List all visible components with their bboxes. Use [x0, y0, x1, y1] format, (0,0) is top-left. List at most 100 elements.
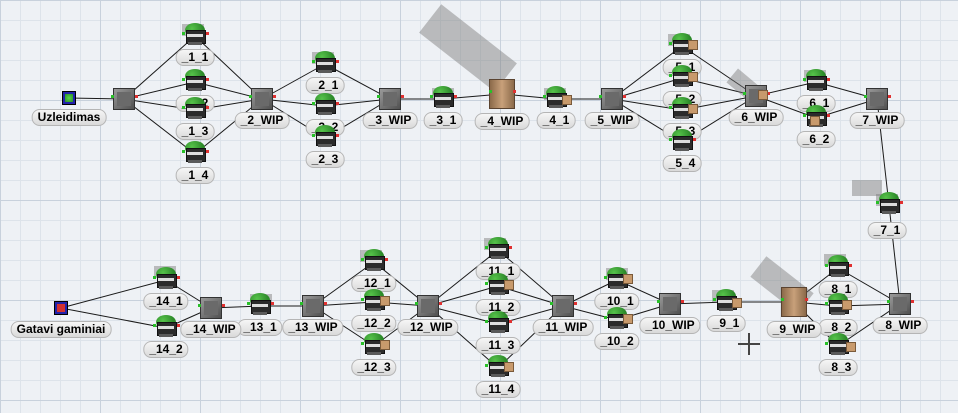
- output-port[interactable]: [623, 95, 626, 98]
- input-port[interactable]: [361, 298, 364, 301]
- queue-icon[interactable]: [379, 88, 401, 110]
- processor-icon[interactable]: [671, 65, 693, 89]
- input-port[interactable]: [550, 302, 553, 305]
- output-port[interactable]: [693, 138, 696, 141]
- input-port[interactable]: [198, 304, 201, 307]
- queue-icon[interactable]: [601, 88, 623, 110]
- processor-icon[interactable]: [878, 192, 900, 216]
- processor-icon[interactable]: [314, 51, 336, 75]
- output-port[interactable]: [324, 302, 327, 305]
- output-port[interactable]: [454, 95, 457, 98]
- input-port[interactable]: [182, 106, 185, 109]
- output-port[interactable]: [513, 90, 516, 93]
- queue-icon[interactable]: [866, 88, 888, 110]
- processor-icon[interactable]: [487, 273, 509, 297]
- input-port[interactable]: [153, 276, 156, 279]
- input-port[interactable]: [485, 364, 488, 367]
- input-port[interactable]: [153, 324, 156, 327]
- input-port[interactable]: [361, 342, 364, 345]
- input-port[interactable]: [377, 95, 380, 98]
- output-port[interactable]: [827, 114, 830, 117]
- output-port[interactable]: [273, 95, 276, 98]
- output-port[interactable]: [385, 258, 388, 261]
- input-port[interactable]: [657, 300, 660, 303]
- input-port[interactable]: [111, 95, 114, 98]
- processor-icon[interactable]: [432, 86, 454, 110]
- input-port[interactable]: [887, 300, 890, 303]
- input-port[interactable]: [182, 78, 185, 81]
- output-port[interactable]: [401, 95, 404, 98]
- connector-p7_1-q8[interactable]: [888, 204, 901, 305]
- queue-icon[interactable]: [200, 297, 222, 319]
- output-port[interactable]: [911, 300, 914, 303]
- queue-icon[interactable]: [659, 293, 681, 315]
- output-port[interactable]: [805, 298, 808, 301]
- processor-icon[interactable]: [487, 311, 509, 335]
- input-port[interactable]: [876, 201, 879, 204]
- output-port[interactable]: [271, 302, 274, 305]
- stacked-queue-icon[interactable]: [781, 287, 807, 317]
- output-port[interactable]: [206, 78, 209, 81]
- input-port[interactable]: [485, 246, 488, 249]
- input-port[interactable]: [604, 276, 607, 279]
- output-port[interactable]: [206, 150, 209, 153]
- output-port[interactable]: [206, 32, 209, 35]
- input-port[interactable]: [669, 106, 672, 109]
- input-port[interactable]: [803, 114, 806, 117]
- output-port[interactable]: [336, 102, 339, 105]
- processor-icon[interactable]: [184, 97, 206, 121]
- input-port[interactable]: [669, 74, 672, 77]
- processor-icon[interactable]: [155, 267, 177, 291]
- input-port[interactable]: [825, 264, 828, 267]
- output-port[interactable]: [439, 302, 442, 305]
- queue-icon[interactable]: [552, 295, 574, 317]
- input-port[interactable]: [485, 320, 488, 323]
- input-port[interactable]: [312, 102, 315, 105]
- input-port[interactable]: [247, 302, 250, 305]
- input-port[interactable]: [300, 302, 303, 305]
- processor-icon[interactable]: [155, 315, 177, 339]
- input-port[interactable]: [312, 134, 315, 137]
- input-port[interactable]: [485, 282, 488, 285]
- input-port[interactable]: [182, 150, 185, 153]
- processor-icon[interactable]: [487, 237, 509, 261]
- queue-icon[interactable]: [889, 293, 911, 315]
- output-port[interactable]: [888, 95, 891, 98]
- output-port[interactable]: [849, 264, 852, 267]
- processor-icon[interactable]: [249, 293, 271, 317]
- output-port[interactable]: [135, 95, 138, 98]
- input-port[interactable]: [713, 298, 716, 301]
- input-port[interactable]: [825, 342, 828, 345]
- output-port[interactable]: [336, 60, 339, 63]
- input-port[interactable]: [489, 90, 492, 93]
- output-port[interactable]: [827, 78, 830, 81]
- stacked-queue-icon[interactable]: [489, 79, 515, 109]
- processor-icon[interactable]: [314, 93, 336, 117]
- output-port[interactable]: [681, 300, 684, 303]
- output-port[interactable]: [206, 106, 209, 109]
- processor-icon[interactable]: [184, 23, 206, 47]
- input-port[interactable]: [781, 298, 784, 301]
- processor-icon[interactable]: [827, 255, 849, 279]
- input-port[interactable]: [803, 78, 806, 81]
- input-port[interactable]: [599, 95, 602, 98]
- output-port[interactable]: [222, 304, 225, 307]
- input-port[interactable]: [182, 32, 185, 35]
- processor-icon[interactable]: [671, 129, 693, 153]
- input-port[interactable]: [825, 302, 828, 305]
- input-port[interactable]: [743, 92, 746, 95]
- output-port[interactable]: [900, 201, 903, 204]
- input-port[interactable]: [669, 42, 672, 45]
- input-port[interactable]: [415, 302, 418, 305]
- source-icon[interactable]: [62, 91, 76, 105]
- output-port[interactable]: [336, 134, 339, 137]
- input-port[interactable]: [543, 95, 546, 98]
- queue-icon[interactable]: [113, 88, 135, 110]
- output-port[interactable]: [767, 92, 770, 95]
- output-port[interactable]: [509, 246, 512, 249]
- input-port[interactable]: [361, 258, 364, 261]
- processor-icon[interactable]: [184, 69, 206, 93]
- processor-icon[interactable]: [184, 141, 206, 165]
- sink-icon[interactable]: [54, 301, 68, 315]
- queue-icon[interactable]: [302, 295, 324, 317]
